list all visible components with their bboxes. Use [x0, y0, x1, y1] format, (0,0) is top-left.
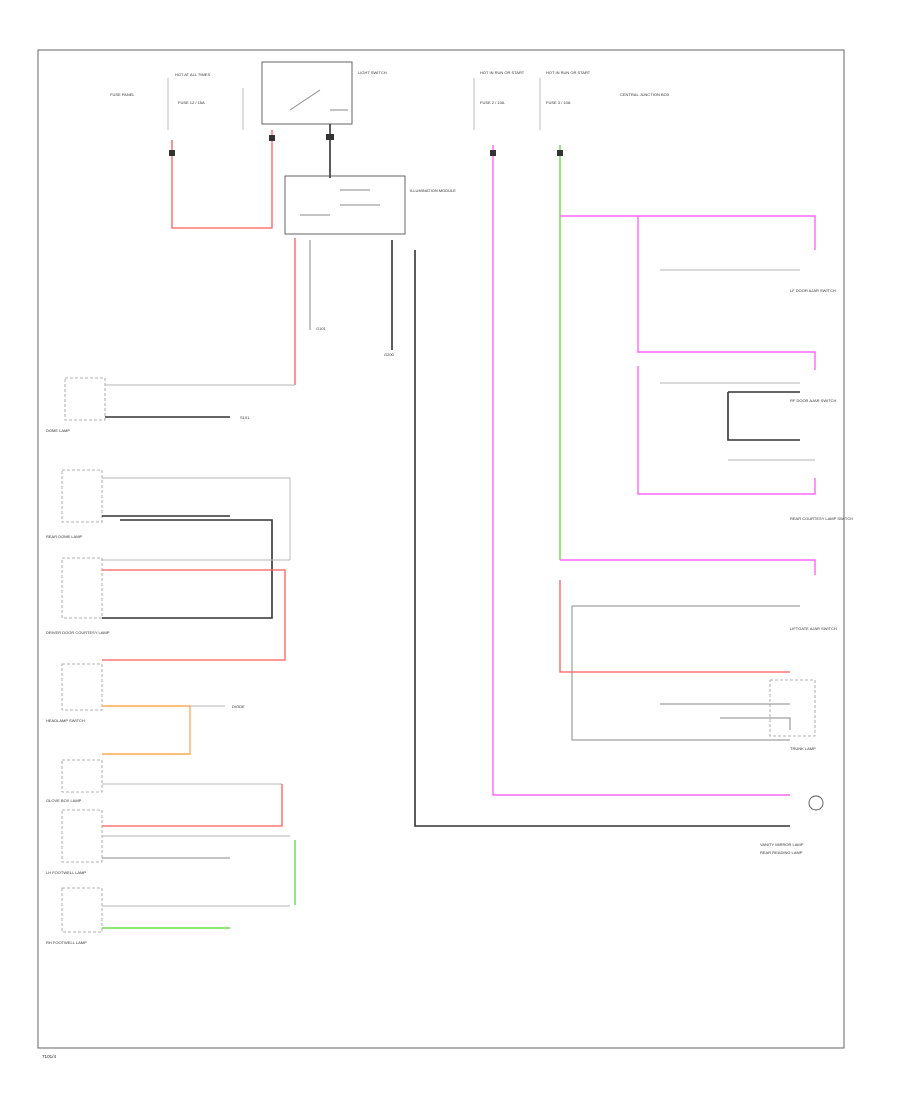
label-headlamp-switch: HEADLAMP SWITCH	[46, 718, 85, 723]
vanity-mirror-lamp: VANITY MIRROR LAMP REAR READING LAMP	[760, 795, 824, 855]
label-rh-footwell-lamp: RH FOOTWELL LAMP	[46, 940, 87, 945]
door-ajar-switch-lf: LF DOOR AJAR SWITCH	[560, 215, 836, 370]
label-vanity-mirror: VANITY MIRROR LAMP	[760, 842, 804, 847]
label-central-junction: CENTRAL JUNCTION BOX	[620, 92, 670, 97]
label-hot-run-2: HOT IN RUN OR START	[546, 70, 591, 75]
label-fuse-run-1: FUSE 2 / 10A	[480, 100, 505, 105]
label-fuse-run-2: FUSE 3 / 10A	[546, 100, 571, 105]
label-trunk-lamp: TRUNK LAMP	[790, 746, 816, 751]
run-feeds: HOT IN RUN OR START HOT IN RUN OR START …	[473, 70, 790, 796]
label-rear-courtesy: REAR COURTESY LAMP SWITCH	[790, 516, 853, 521]
door-ajar-switch-rf: RF DOOR AJAR SWITCH	[637, 366, 837, 495]
footer-code: 7101/4	[42, 1054, 56, 1059]
label-hot-battery: HOT AT ALL TIMES	[175, 72, 210, 77]
label-lbl-splice: S101	[240, 415, 250, 420]
light-switch: LIGHT SWITCH	[261, 61, 387, 178]
label-illumination-module: ILLUMINATION MODULE	[410, 188, 456, 193]
label-driver-door-lamp: DRIVER DOOR COURTESY LAMP	[46, 630, 110, 635]
label-rear-dome-lamp: REAR DOME LAMP	[46, 534, 83, 539]
label-lh-footwell-lamp: LH FOOTWELL LAMP	[46, 870, 86, 875]
battery-feed: HOT AT ALL TIMES FUSE 12 / 15A FUSE PANE…	[110, 72, 275, 229]
label-light-switch: LIGHT SWITCH	[358, 70, 387, 75]
label-ground-1: G101	[316, 326, 327, 331]
rear-courtesy-switch: REAR COURTESY LAMP SWITCH LIFTGATE AJAR …	[559, 516, 853, 741]
label-ground-2: G200	[384, 352, 395, 357]
headlamp-switch-circuit: HEADLAMP SWITCH DIODE	[46, 663, 245, 755]
label-fuse-battery: FUSE 12 / 15A	[178, 100, 205, 105]
trunk-lamp: TRUNK LAMP	[660, 679, 816, 751]
label-liftgate-switch: LIFTGATE AJAR SWITCH	[790, 626, 837, 631]
dome-lamp-circuit: DOME LAMP S101	[46, 377, 295, 433]
illumination-module: ILLUMINATION MODULE G101 G200	[284, 175, 790, 827]
label-rear-reading: REAR READING LAMP	[760, 850, 803, 855]
label-hot-run-1: HOT IN RUN OR START	[480, 70, 525, 75]
label-door-ajar-switch-rf: RF DOOR AJAR SWITCH	[790, 398, 837, 403]
label-glove-box-lamp: GLOVE BOX LAMP	[46, 798, 82, 803]
rear-dome-lamp-circuit: REAR DOME LAMP	[46, 469, 291, 619]
diagram-frame	[37, 49, 845, 1049]
glove-box-lamp-circuit: GLOVE BOX LAMP	[46, 759, 283, 827]
label-door-ajar-switch-lf: LF DOOR AJAR SWITCH	[790, 288, 836, 293]
footwell-lamps-circuit: LH FOOTWELL LAMP RH FOOTWELL LAMP	[46, 809, 296, 945]
driver-door-lamp-circuit: DRIVER DOOR COURTESY LAMP	[46, 557, 290, 661]
label-diode: DIODE	[232, 704, 245, 709]
label-dome-lamp: DOME LAMP	[46, 428, 70, 433]
label-fuse-panel: FUSE PANEL	[110, 92, 135, 97]
